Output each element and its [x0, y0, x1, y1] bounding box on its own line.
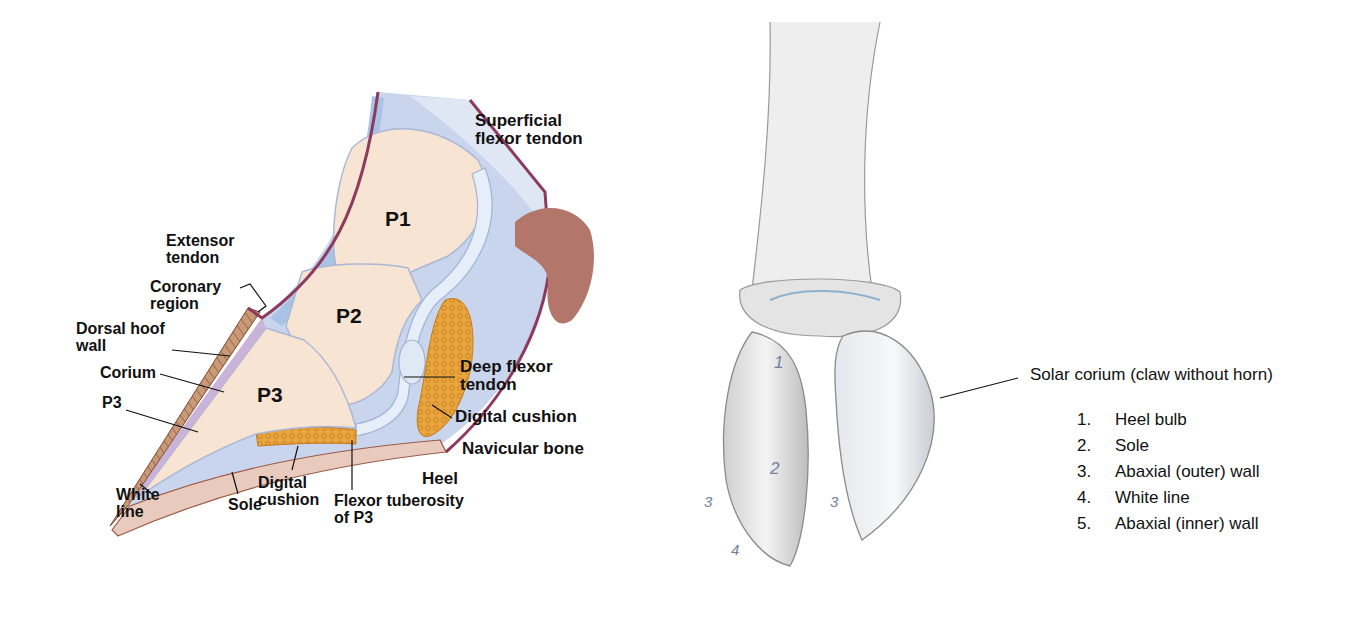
part-label: Superficial flexor tendon — [475, 112, 607, 149]
key-item: Abaxial (inner) wall — [1115, 515, 1259, 533]
part-label: Extensor tendon — [166, 232, 258, 267]
key-item: Abaxial (outer) wall — [1115, 463, 1260, 481]
bone-label: P3 — [257, 384, 283, 407]
key-number: 1. — [1077, 411, 1091, 429]
part-label: Coronary region — [150, 278, 242, 313]
part-label: White line — [116, 486, 176, 521]
part-label: Heel — [422, 470, 458, 488]
part-label: Corium — [100, 364, 156, 381]
key-item: Heel bulb — [1115, 411, 1187, 429]
callout-number: 3 — [830, 494, 838, 510]
callout-number: 2 — [770, 460, 779, 478]
part-label: Digital cushion — [455, 408, 577, 426]
part-label: Flexor tuberosity of P3 — [334, 492, 480, 527]
bone-label: P1 — [385, 208, 411, 231]
part-label: Digital cushion — [258, 474, 334, 509]
part-label: Dorsal hoof wall — [76, 320, 172, 355]
key-number: 4. — [1077, 489, 1091, 507]
part-label: Sole — [228, 496, 262, 513]
callout-number: 1 — [774, 354, 783, 372]
part-label: Deep flexor tendon — [460, 358, 578, 395]
key-number: 5. — [1077, 515, 1091, 533]
key-item: White line — [1115, 489, 1190, 507]
callout-number: 3 — [704, 494, 712, 510]
callout-number: 4 — [731, 542, 739, 558]
bone-label: P2 — [336, 305, 362, 328]
key-number: 3. — [1077, 463, 1091, 481]
key-title: Solar corium (claw without horn) — [1030, 366, 1273, 384]
part-label: Navicular bone — [462, 440, 584, 458]
key-item: Sole — [1115, 437, 1149, 455]
part-label: P3 — [102, 394, 122, 411]
key-number: 2. — [1077, 437, 1091, 455]
